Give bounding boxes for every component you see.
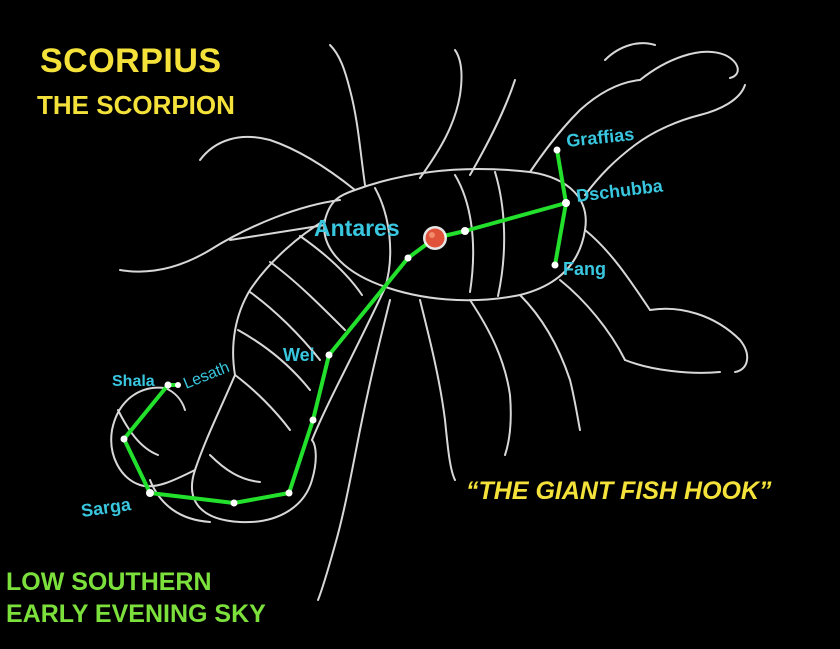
star-lesath: [175, 382, 181, 388]
star-shala: [164, 381, 172, 389]
star-iota: [120, 435, 128, 443]
star-dschubba: [562, 199, 570, 207]
star-wei: [325, 351, 333, 359]
label-fang: Fang: [563, 259, 606, 279]
page-title: SCORPIUS: [40, 42, 222, 80]
star-zeta: [285, 489, 293, 497]
star-graffias: [553, 146, 561, 154]
spine-line: [122, 201, 568, 505]
star-eta: [230, 499, 238, 507]
star-antares-neighbor: [461, 227, 469, 235]
page-subtitle: THE SCORPION: [37, 90, 235, 120]
nickname-caption: “THE GIANT FISH HOOK”: [466, 477, 772, 505]
label-shala: Shala: [112, 373, 155, 390]
star-dots: [120, 146, 570, 507]
label-wei: Wei: [283, 345, 315, 365]
scorpion-outline: [110, 42, 749, 601]
sky-note-line1: LOW SOUTHERN: [6, 568, 212, 596]
label-sarga: Sarga: [80, 494, 133, 521]
label-dschubba: Dschubba: [575, 175, 665, 206]
antares-star: [423, 226, 447, 250]
star-sarga: [146, 489, 154, 497]
star-tau: [404, 254, 412, 262]
label-graffias: Graffias: [565, 124, 635, 151]
constellation-lines: [122, 148, 568, 505]
label-lesath: Lesath: [181, 359, 232, 393]
star-mu: [309, 416, 317, 424]
label-antares: Antares: [314, 215, 400, 241]
sky-note-line2: EARLY EVENING SKY: [6, 600, 266, 628]
star-fang: [551, 261, 559, 269]
